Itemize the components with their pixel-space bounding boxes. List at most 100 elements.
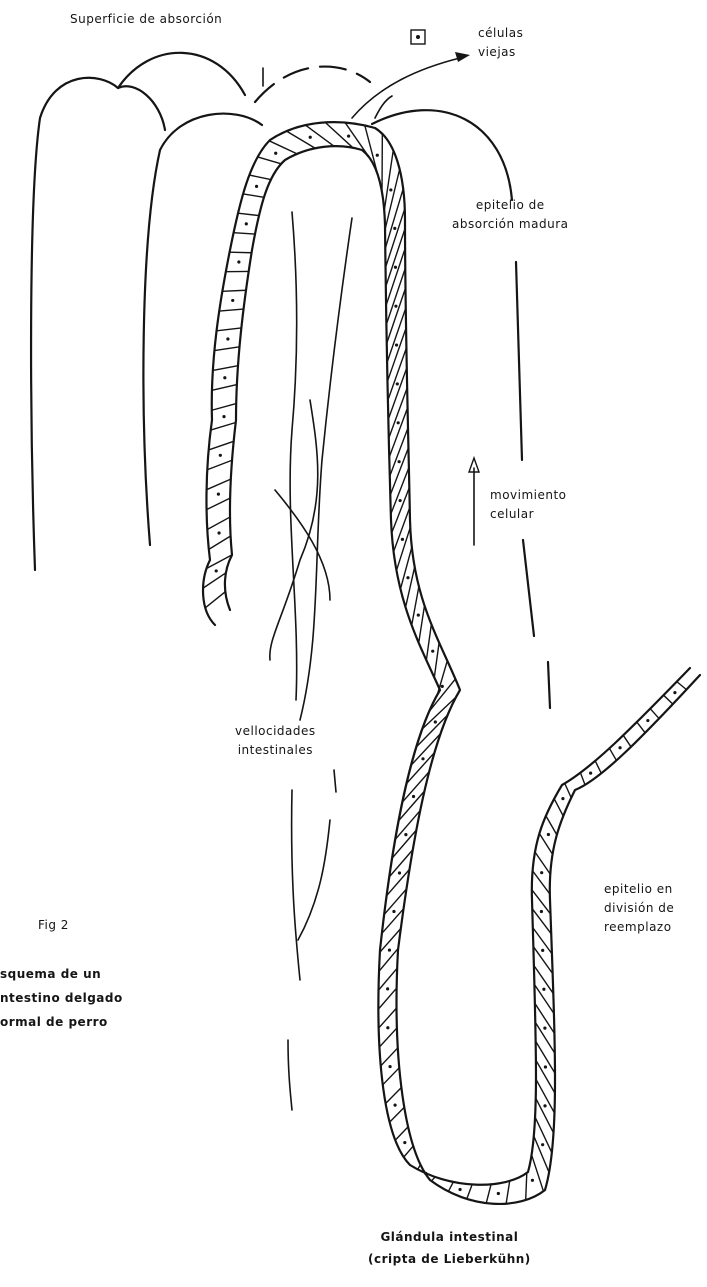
epithelial-cells [203,122,686,1203]
cell-nucleus [543,1104,546,1107]
guide-line-upper [516,262,522,460]
cell-nucleus [309,136,312,139]
cell-wall [379,1028,397,1047]
cell-wall [389,408,407,457]
cell-wall [207,517,230,529]
villus-outline-dashed-top [255,67,370,102]
cell-wall [396,527,410,570]
cell-nucleus [237,260,240,263]
cell-wall [404,1146,414,1157]
cell-nucleus [417,613,420,616]
epithelium-tube [203,122,700,1204]
cell-wall [379,1008,397,1028]
cell-wall [486,1184,491,1203]
cell-nucleus [404,833,407,836]
cell-nucleus [386,987,389,990]
cell-nucleus [274,152,277,155]
cell-nucleus [401,538,404,541]
cell-nucleus [673,691,676,694]
old-cell-square-icon [411,30,425,44]
cell-nucleus [386,1026,389,1029]
cell-wall [207,498,231,510]
core-line-3 [270,400,318,660]
cell-nucleus [347,134,350,137]
cell-wall [258,157,282,164]
cell-nucleus [255,185,258,188]
cell-nucleus [217,531,220,534]
cell-nucleus [540,871,543,874]
cell-nucleus [394,305,397,308]
cell-nucleus [424,1172,427,1175]
cell-nucleus [394,266,397,269]
exit-arrow-icon [352,52,470,118]
cell-wall [565,783,571,797]
cell-wall [677,682,687,690]
cell-wall [379,968,398,990]
villus-right-guides [516,262,550,708]
figure-caption: squema de un ntestino delgado ormal de p… [0,962,123,1034]
cell-nucleus [497,1192,500,1195]
guide-line-lower [548,662,550,708]
cell-nucleus [388,948,391,951]
label-old-cells: células viejas [478,24,523,62]
cell-wall [650,709,659,719]
cell-nucleus [458,1188,461,1191]
guide-line-middle [523,540,534,636]
cell-wall [385,169,400,229]
cell-wall [609,748,616,760]
cell-nucleus [219,454,222,457]
cell-wall [406,567,415,607]
epithelium-inner-wall [225,146,690,1185]
cell-wall [419,606,425,643]
cell-wall [305,125,334,146]
cell-wall [467,1184,472,1198]
cell-nucleus [541,949,544,952]
cell-wall [623,735,631,746]
cell-nucleus [540,910,543,913]
epithelium-outer-wall [203,122,700,1204]
cell-wall [211,422,236,430]
cell-wall [434,643,439,678]
cell-wall [379,948,398,971]
cell-nucleus [393,1104,396,1107]
cell-wall [390,448,408,495]
cell-wall [535,1117,552,1153]
cell-wall [554,799,563,816]
cell-wall [287,131,316,148]
cell-wall [664,695,673,704]
cell-wall [536,1098,554,1133]
cell-wall [536,1060,555,1093]
cell-wall [381,1048,398,1066]
cell-wall [532,1155,544,1191]
cell-wall [212,385,237,391]
label-movement: movimiento celular [490,486,567,524]
cell-nucleus [547,833,550,836]
cell-wall [389,388,407,438]
cell-wall [209,441,234,450]
label-villi: vellocidades intestinales [235,722,316,760]
cell-nucleus [412,795,415,798]
cell-wall [386,1087,402,1103]
cell-wall [212,404,236,411]
cell-nucleus [441,685,444,688]
cell-wall [390,1107,405,1122]
cell-nucleus [245,222,248,225]
villus-outline-middle [143,114,262,545]
core-line-7 [334,770,336,792]
cell-wall [437,661,447,695]
cell-nucleus [222,415,225,418]
cell-nucleus [543,1027,546,1030]
cell-wall [207,479,231,490]
cell-wall [230,252,252,253]
core-line-6 [298,820,330,940]
cell-nucleus [376,154,379,157]
cell-nucleus [393,227,396,230]
core-line-5 [292,790,300,980]
cell-nucleus [541,1143,544,1146]
cell-wall [546,816,557,835]
cell-wall [207,460,232,470]
cell-wall [392,488,410,533]
cell-wall [203,573,226,588]
cell-nucleus [389,188,392,191]
cell-wall [580,773,585,785]
